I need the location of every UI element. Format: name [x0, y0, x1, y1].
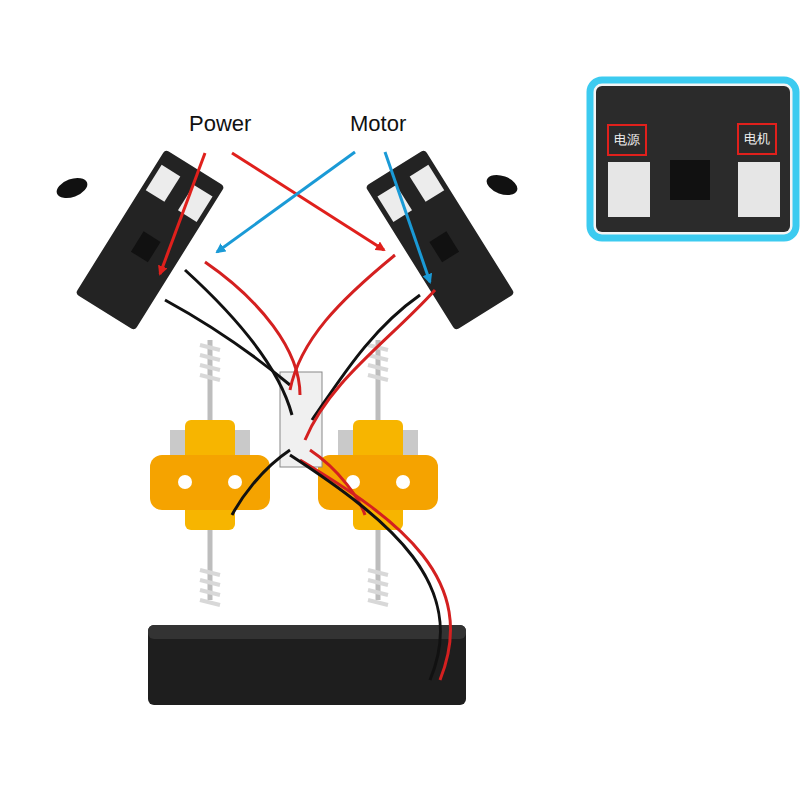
callout-label: Power	[189, 111, 251, 137]
flame-sensor	[54, 174, 90, 202]
highlight-box: 电源	[607, 124, 647, 156]
flame-sensor	[484, 171, 520, 199]
board-label: 电源	[614, 131, 640, 149]
battery-lid	[148, 625, 466, 639]
board-label: 电机	[744, 130, 770, 148]
inset-frame	[590, 80, 796, 238]
wire	[165, 255, 451, 680]
callout-arrow	[160, 152, 430, 282]
callout-label: Motor	[350, 111, 406, 137]
battery-box	[148, 625, 466, 705]
inset-board	[596, 86, 790, 232]
inset-connector	[738, 162, 780, 217]
inset-chip	[670, 160, 710, 200]
inset-connector	[608, 162, 650, 217]
highlight-box: 电机	[737, 123, 777, 155]
sensor-board	[75, 149, 224, 330]
